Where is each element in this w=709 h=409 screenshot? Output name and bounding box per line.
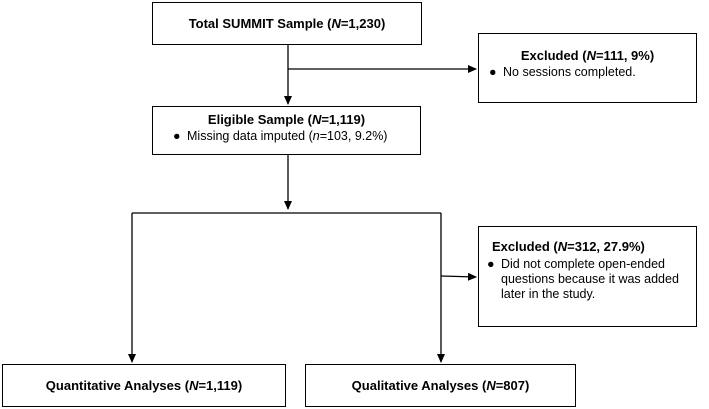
total-sample-box: Total SUMMIT Sample (N=1,230): [152, 2, 422, 45]
eligible-sample-box: Eligible Sample (N=1,119) ● Missing data…: [152, 106, 421, 155]
eligible-sample-title: Eligible Sample (N=1,119): [207, 112, 366, 127]
excluded-top-box: Excluded (N=111, 9%) ● No sessions compl…: [478, 33, 697, 103]
quantitative-analyses-box: Quantitative Analyses (N=1,119): [2, 364, 286, 407]
quantitative-analyses-title: Quantitative Analyses (N=1,119): [45, 378, 243, 393]
excluded-top-title: Excluded (N=111, 9%): [520, 48, 655, 63]
excluded-mid-box: Excluded (N=312, 27.9%) ● Did not comple…: [478, 226, 697, 327]
eligible-bullet: ● Missing data imputed (n=103, 9.2%): [173, 129, 388, 143]
arrow-to-excluded-mid: [440, 272, 477, 281]
excluded-top-bullet: ● No sessions completed.: [489, 65, 636, 79]
qualitative-analyses-box: Qualitative Analyses (N=807): [305, 364, 576, 407]
qualitative-analyses-title: Qualitative Analyses (N=807): [351, 378, 530, 393]
excluded-mid-bullet: ● Did not complete open-ended questions …: [487, 257, 679, 301]
total-sample-title: Total SUMMIT Sample (N=1,230): [188, 16, 386, 31]
excluded-mid-title: Excluded (N=312, 27.9%): [492, 239, 645, 254]
